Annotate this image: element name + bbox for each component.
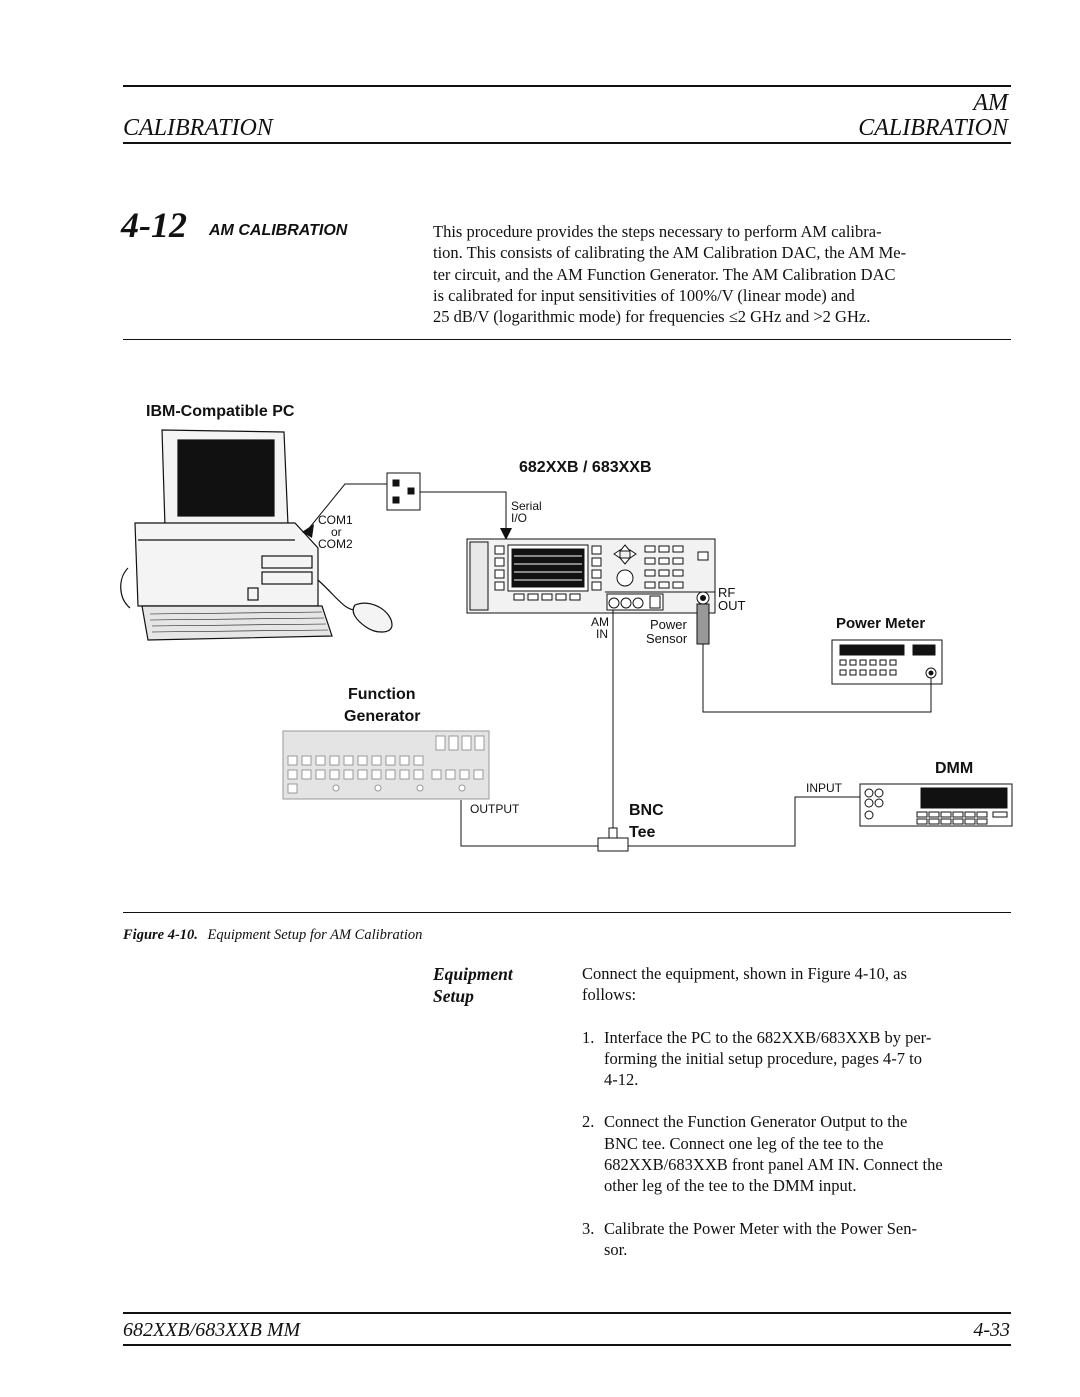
figure-rule — [123, 912, 1011, 913]
serial-cable-pc — [305, 483, 388, 533]
output-cable — [460, 800, 598, 847]
figure-label: Figure 4-10. — [123, 927, 198, 943]
bnc-tee — [597, 827, 629, 852]
setup-intro-line: follows: — [582, 985, 637, 1005]
section-title: AM CALIBRATION — [209, 222, 348, 239]
or-label: or — [331, 525, 342, 539]
serial-cable-instrument — [420, 491, 507, 530]
footer-top-rule — [123, 1312, 1011, 1314]
sensor-label: Sensor — [646, 631, 688, 646]
tee-label: Tee — [629, 824, 655, 841]
step-line: Calibrate the Power Meter with the Power… — [604, 1218, 917, 1238]
intro-line: ter circuit, and the AM Function Generat… — [433, 264, 896, 284]
step-item: 3. Calibrate the Power Meter with the Po… — [582, 1218, 1022, 1261]
am-label: AM — [591, 615, 609, 629]
input-label: INPUT — [806, 781, 843, 795]
serial-arrow — [500, 528, 512, 540]
serial-label: Serial — [511, 499, 542, 513]
footer-bottom-rule — [123, 1344, 1011, 1346]
figure-caption-text: Equipment Setup for AM Calibration — [207, 927, 423, 943]
intro-line: This procedure provides the steps necess… — [433, 222, 882, 241]
step-line: BNC tee. Connect one leg of the tee to t… — [604, 1133, 884, 1153]
bnc-label: BNC — [629, 802, 664, 819]
dmm-meter — [859, 783, 1013, 827]
setup-side-title-line1: Equipment — [433, 964, 513, 984]
power-meter-label: Power Meter — [836, 615, 925, 632]
com-port-arrow — [302, 524, 314, 538]
setup-body: Connect the equipment, shown in Figure 4… — [582, 963, 1022, 1260]
signal-generator — [466, 538, 716, 645]
setup-side-title-line2: Setup — [433, 986, 474, 1006]
output-label: OUTPUT — [470, 802, 520, 816]
power-label: Power — [650, 617, 688, 632]
rf-label: RF — [718, 585, 735, 600]
dmm-label: DMM — [935, 760, 973, 777]
in-label: IN — [596, 627, 608, 641]
step-line: Interface the PC to the 682XXB/683XXB by… — [604, 1027, 932, 1047]
setup-intro-line: Connect the equipment, shown in Figure 4… — [582, 964, 907, 983]
dmm-cable — [628, 796, 860, 847]
intro-line: is calibrated for input sensitivities of… — [433, 285, 855, 305]
header-top-rule — [123, 85, 1011, 87]
pc-label: IBM-Compatible PC — [146, 403, 295, 420]
step-line: 4-12. — [604, 1070, 639, 1090]
com1-label: COM1 — [318, 513, 353, 527]
header-left-title: CALIBRATION — [123, 115, 273, 141]
out-label: OUT — [718, 598, 746, 613]
section-intro: This procedure provides the steps necess… — [433, 221, 1023, 327]
generator-label: Generator — [344, 708, 420, 725]
com2-label: COM2 — [318, 537, 353, 551]
header-right-title-line2: CALIBRATION — [858, 115, 1008, 141]
step-number: 2. — [582, 1112, 595, 1132]
step-item: 2. Connect the Function Generator Output… — [582, 1111, 1022, 1196]
header-right-title-line1: AM — [973, 90, 1008, 116]
power-meter — [831, 639, 943, 685]
section-number: 4-12 — [121, 205, 187, 245]
step-number: 1. — [582, 1027, 595, 1047]
pc-illustration — [120, 429, 393, 641]
function-generator — [282, 730, 490, 800]
instrument-label: 682XXB / 683XXB — [519, 459, 652, 476]
section-rule — [123, 339, 1011, 340]
intro-line: 25 dB/V (logarithmic mode) for frequenci… — [433, 307, 871, 327]
step-line: other leg of the tee to the DMM input. — [604, 1176, 857, 1196]
footer-left: 682XXB/683XXB MM — [123, 1319, 301, 1341]
io-label: I/O — [511, 511, 527, 525]
sensor-cable — [702, 644, 932, 713]
step-line: Connect the Function Generator Output to… — [604, 1112, 908, 1132]
intro-line: tion. This consists of calibrating the A… — [433, 243, 907, 263]
figure-caption: Figure 4-10. Equipment Setup for AM Cali… — [123, 927, 422, 944]
step-line: 682XXB/683XXB front panel AM IN. Connect… — [604, 1155, 943, 1175]
step-item: 1. Interface the PC to the 682XXB/683XXB… — [582, 1027, 1022, 1091]
step-line: sor. — [604, 1239, 628, 1259]
footer-right: 4-33 — [973, 1319, 1010, 1341]
serial-adapter — [386, 472, 421, 511]
header-bottom-rule — [123, 142, 1011, 144]
step-line: forming the initial setup procedure, pag… — [604, 1048, 922, 1068]
function-label: Function — [348, 686, 416, 703]
setup-side-title: Equipment Setup — [433, 963, 513, 1007]
equipment-setup-diagram: IBM-Compatible PC COM1 or COM2 Serial I/… — [120, 403, 1013, 852]
step-number: 3. — [582, 1218, 595, 1238]
